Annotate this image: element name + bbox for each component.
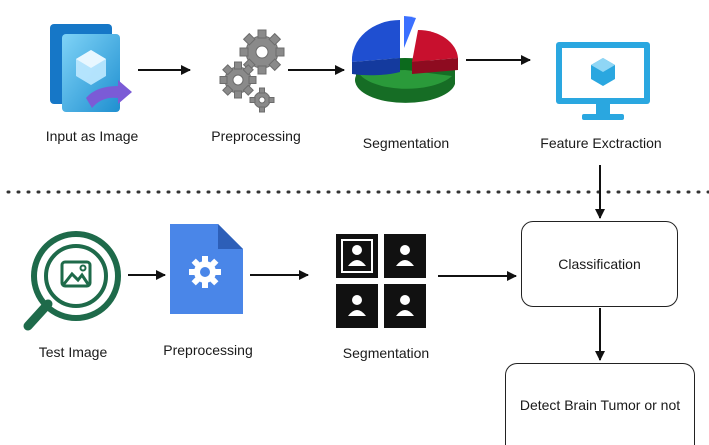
label-feature-extraction: Feature Exctraction bbox=[540, 135, 662, 151]
classification-box: Classification bbox=[521, 221, 678, 307]
label-segmentation-top: Segmentation bbox=[362, 135, 450, 151]
label-segmentation-bottom: Segmentation bbox=[342, 345, 430, 361]
gears-icon bbox=[219, 29, 285, 113]
label-preprocessing-bottom: Preprocessing bbox=[163, 342, 253, 358]
label-preprocessing-top: Preprocessing bbox=[211, 128, 301, 144]
pie-chart-icon bbox=[351, 16, 458, 103]
document-gear-icon bbox=[170, 224, 243, 314]
result-box: Detect Brain Tumor or not bbox=[505, 363, 695, 445]
input-image-icon bbox=[50, 24, 132, 112]
segmentation-grid-icon bbox=[334, 232, 428, 328]
classification-label: Classification bbox=[558, 256, 641, 272]
label-input-as-image: Input as Image bbox=[45, 128, 139, 144]
label-test-image: Test Image bbox=[38, 344, 108, 360]
image-search-icon bbox=[23, 231, 121, 331]
result-label: Detect Brain Tumor or not bbox=[519, 396, 681, 413]
monitor-icon bbox=[556, 42, 650, 120]
